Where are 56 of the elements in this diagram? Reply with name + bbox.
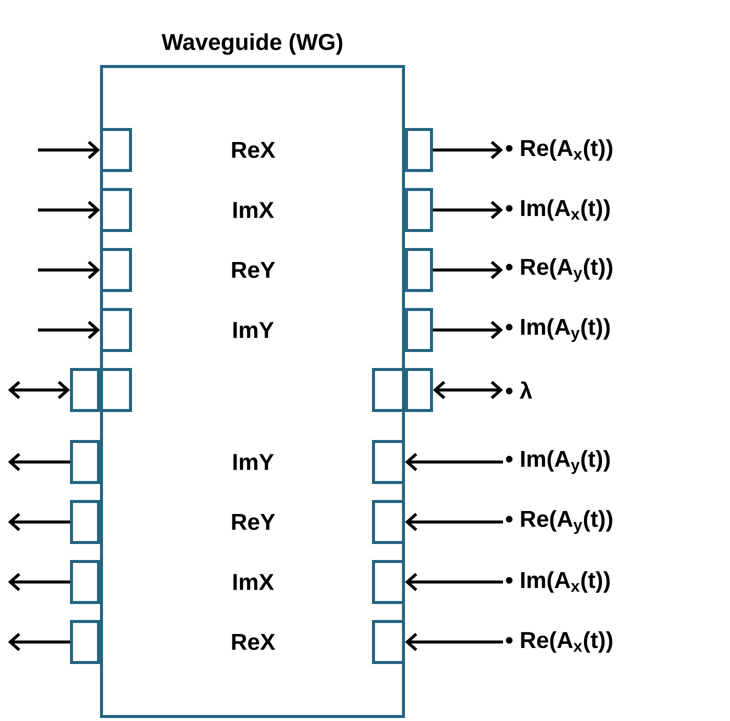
arrow (8, 572, 70, 592)
port-box (405, 128, 433, 172)
arrow (8, 512, 70, 532)
port-box (372, 560, 405, 604)
output-label: • Im(A$_{x}$(t)) (506, 571, 610, 593)
arrow (38, 140, 100, 160)
port-label: ImX (233, 574, 274, 590)
port-box (372, 620, 405, 664)
arrow (405, 452, 503, 472)
arrow (433, 260, 503, 280)
port-box (70, 560, 100, 604)
port-label: ReY (232, 262, 275, 278)
port-box (405, 368, 433, 412)
port-box (70, 500, 100, 544)
port-box (100, 188, 132, 232)
port-label: ImY (233, 322, 274, 338)
port-box (405, 308, 433, 352)
port-box (100, 248, 132, 292)
arrow (433, 380, 503, 400)
arrow (38, 200, 100, 220)
port-box (405, 188, 433, 232)
output-label: • Im(A$_{x}$(t)) (506, 199, 610, 221)
output-label: • λ (506, 381, 532, 399)
port-box (70, 368, 100, 412)
arrow (405, 632, 503, 652)
port-box (372, 440, 405, 484)
port-box (100, 368, 132, 412)
arrow (405, 572, 503, 592)
output-label: • Re(A$_{y}$(t)) (506, 510, 612, 534)
output-label: • Re(A$_{x}$(t)) (506, 139, 612, 161)
arrow (405, 512, 503, 532)
arrow (433, 140, 503, 160)
arrow (433, 320, 503, 340)
port-label: ImY (233, 454, 274, 470)
output-label: • Im(A$_{y}$(t)) (506, 318, 610, 342)
output-label: • Im(A$_{y}$(t)) (506, 450, 610, 474)
port-box (100, 128, 132, 172)
port-box (70, 440, 100, 484)
port-box (372, 500, 405, 544)
port-box (372, 368, 405, 412)
block-title: Waveguide (WG) (162, 33, 342, 55)
port-label: ReX (232, 142, 276, 158)
port-label: ReY (232, 514, 275, 530)
arrow (38, 260, 100, 280)
port-box (70, 620, 100, 664)
output-label: • Re(A$_{x}$(t)) (506, 631, 612, 653)
arrow (8, 452, 70, 472)
port-label: ReX (232, 634, 276, 650)
port-box (100, 308, 132, 352)
port-box (405, 248, 433, 292)
port-label: ImX (233, 202, 274, 218)
arrow (433, 200, 503, 220)
output-label: • Re(A$_{y}$(t)) (506, 258, 612, 282)
arrow (8, 380, 70, 400)
arrow (8, 632, 70, 652)
arrow (38, 320, 100, 340)
